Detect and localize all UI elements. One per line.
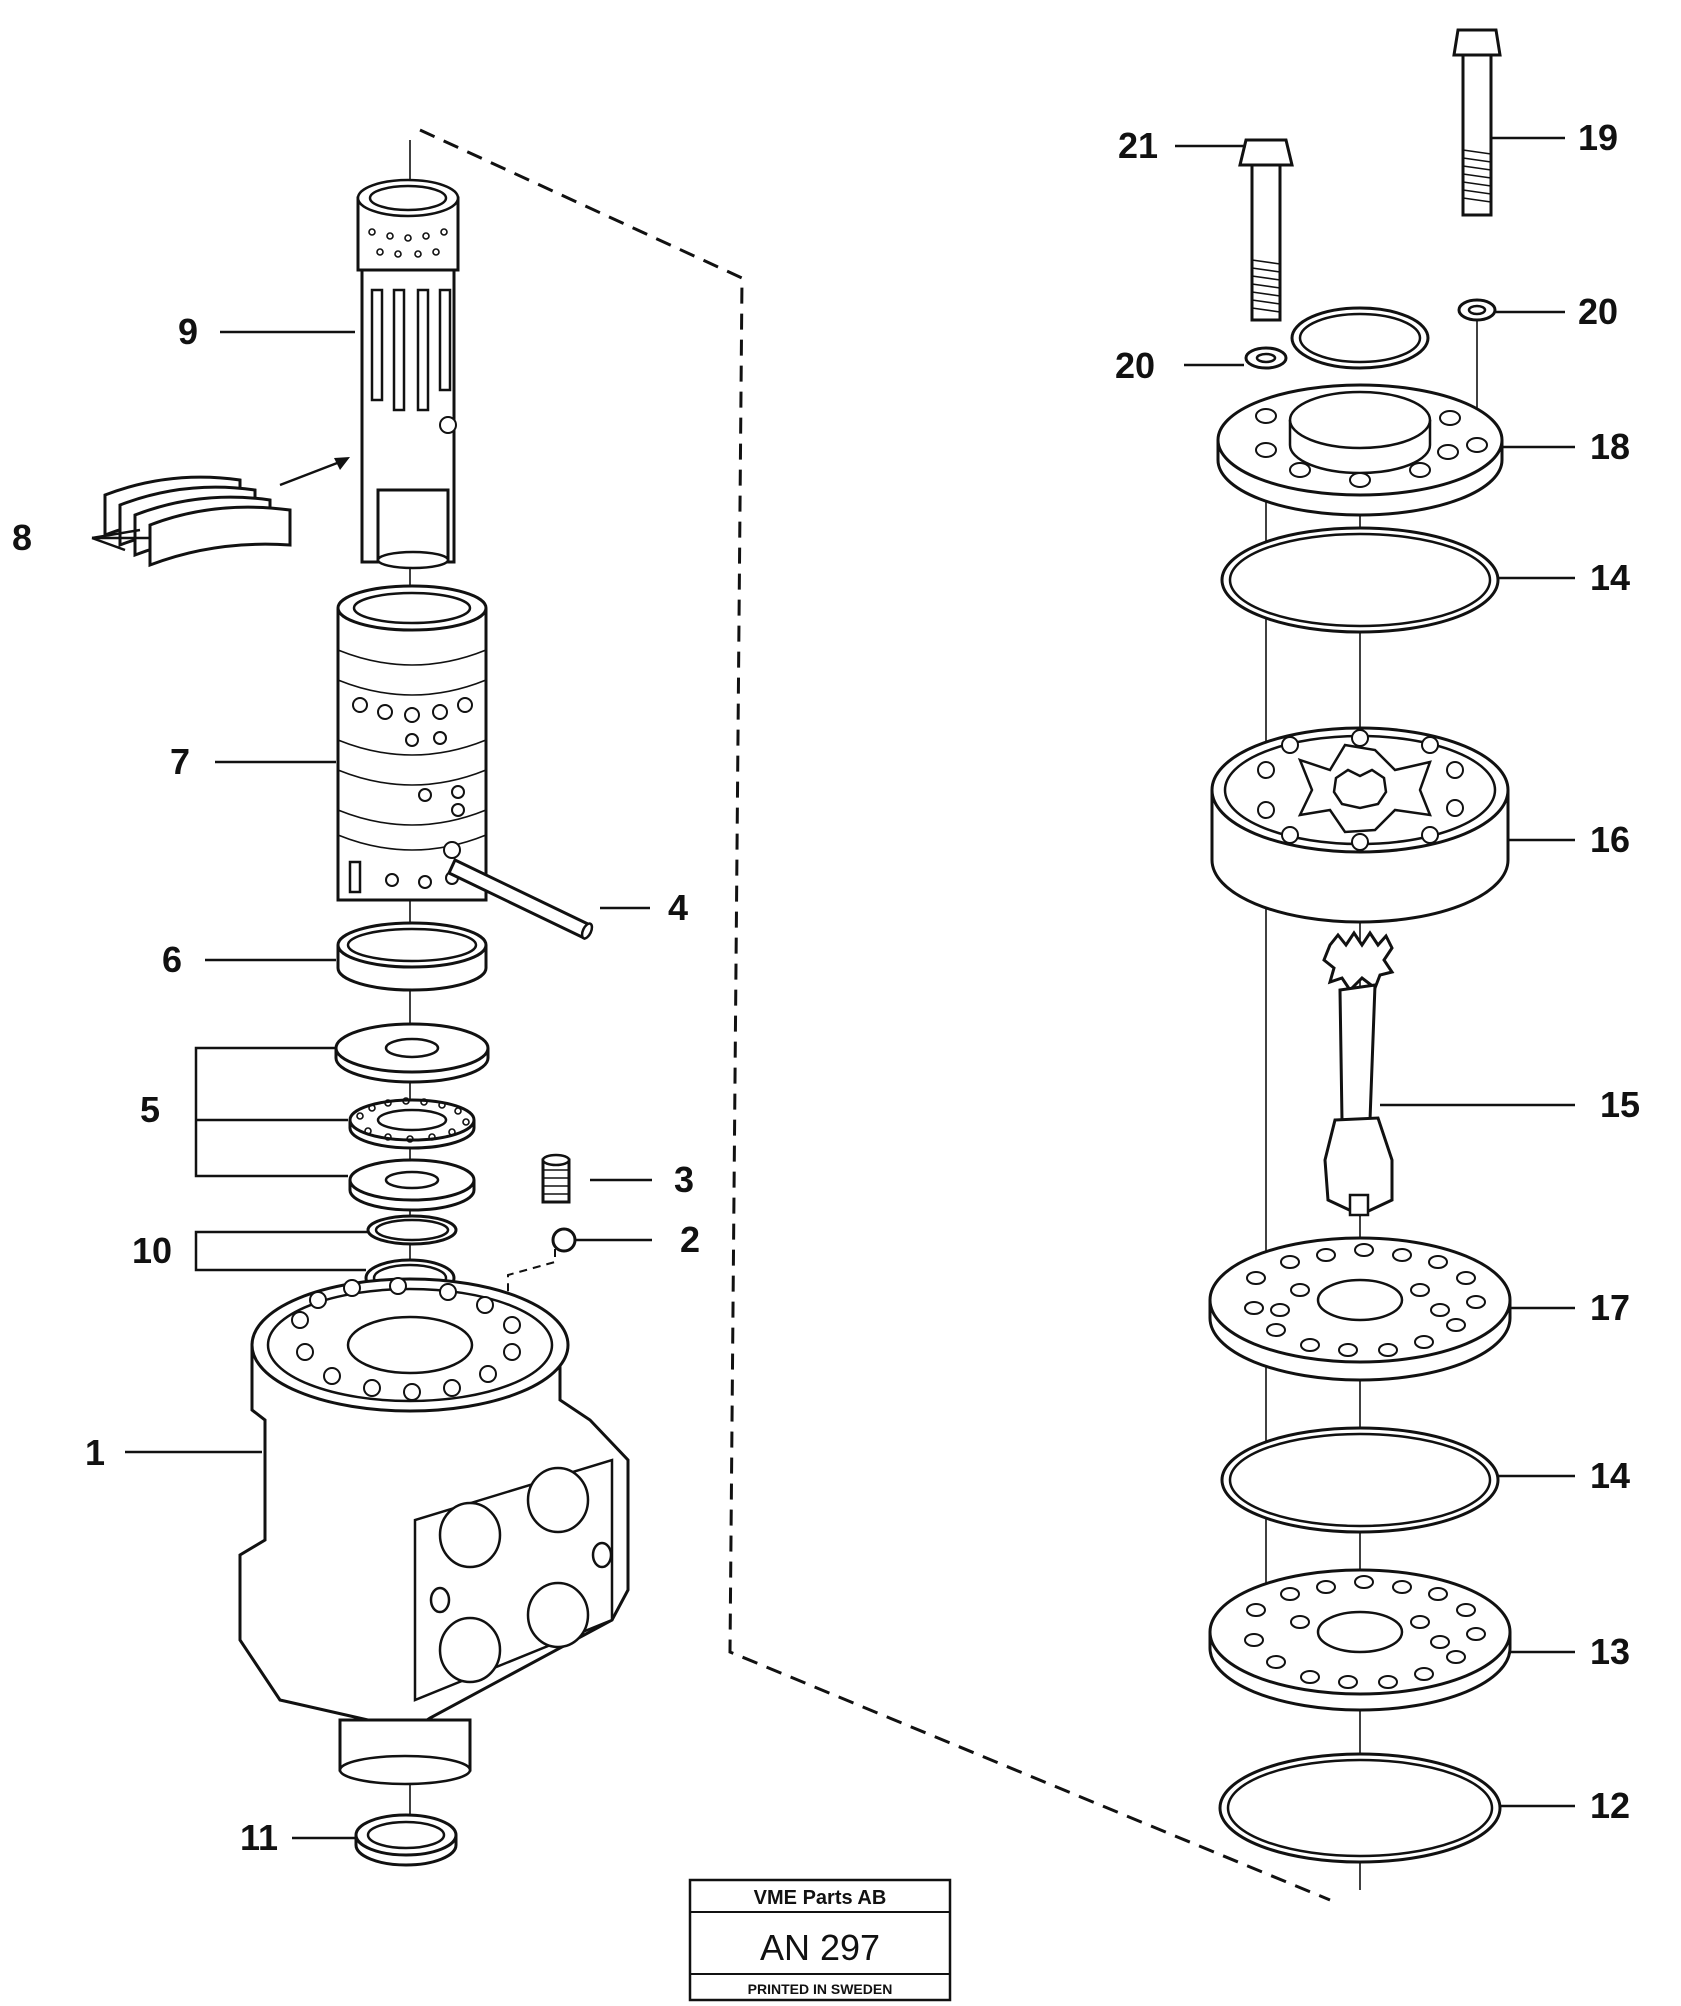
part-17-distributor-plate bbox=[1208, 1236, 1512, 1382]
part-15-cardan-shaft bbox=[1322, 930, 1395, 1217]
part-19-bolt bbox=[1452, 28, 1502, 217]
leader-lines bbox=[91, 136, 1575, 1840]
callout-7: 7 bbox=[170, 741, 190, 782]
callout-13: 13 bbox=[1590, 1631, 1630, 1672]
part-20-washer-left bbox=[1244, 346, 1288, 370]
callout-17: 17 bbox=[1590, 1287, 1630, 1328]
part-3-plug bbox=[541, 1153, 571, 1204]
callout-19: 19 bbox=[1578, 117, 1618, 158]
stamp-printed: PRINTED IN SWEDEN bbox=[748, 1981, 893, 1997]
callout-4: 4 bbox=[668, 887, 688, 928]
part-20-washer-right bbox=[1457, 298, 1497, 322]
part-4-pin bbox=[447, 857, 594, 941]
part-13-plate bbox=[1208, 1568, 1512, 1712]
callout-20-left: 20 bbox=[1115, 345, 1155, 386]
callout-labels: 9 8 7 4 6 5 3 2 10 1 11 21 19 20 20 18 1… bbox=[12, 117, 1640, 1858]
callout-14-bottom: 14 bbox=[1590, 1455, 1630, 1496]
callout-2: 2 bbox=[680, 1219, 700, 1260]
callout-11: 11 bbox=[240, 1817, 278, 1858]
callout-21: 21 bbox=[1118, 125, 1158, 166]
stamp-company: VME Parts AB bbox=[754, 1887, 887, 1909]
part-11-ring bbox=[354, 1813, 458, 1867]
callout-3: 3 bbox=[674, 1159, 694, 1200]
part-14-oring-top bbox=[1220, 526, 1500, 634]
callout-8: 8 bbox=[12, 517, 32, 558]
callout-1: 1 bbox=[85, 1432, 105, 1473]
part-7-sleeve bbox=[336, 584, 488, 902]
callout-5: 5 bbox=[140, 1089, 160, 1130]
callout-20-right: 20 bbox=[1578, 291, 1618, 332]
part-2-ball bbox=[551, 1227, 577, 1253]
stamp-code: AN 297 bbox=[760, 1927, 880, 1968]
part-18-end-cover bbox=[1216, 306, 1504, 517]
part-9-spool bbox=[356, 178, 460, 570]
part-16-gear-set bbox=[1210, 726, 1510, 924]
part-14-oring-bottom bbox=[1220, 1426, 1500, 1534]
callout-14-top: 14 bbox=[1590, 557, 1630, 598]
part-6-ring bbox=[336, 921, 488, 992]
parts-stamp: VME Parts AB AN 297 PRINTED IN SWEDEN bbox=[688, 1878, 952, 2002]
callout-18: 18 bbox=[1590, 426, 1630, 467]
part-8-springs bbox=[103, 457, 350, 568]
callout-10: 10 bbox=[132, 1230, 172, 1271]
callout-15: 15 bbox=[1600, 1084, 1640, 1125]
part-12-oring bbox=[1218, 1752, 1502, 1864]
callout-12: 12 bbox=[1590, 1785, 1630, 1826]
part-1-housing bbox=[238, 1277, 630, 1786]
callout-6: 6 bbox=[162, 939, 182, 980]
callout-9: 9 bbox=[178, 311, 198, 352]
dashed-assembly-path bbox=[419, 128, 1331, 1902]
callout-16: 16 bbox=[1590, 819, 1630, 860]
part-21-bolt bbox=[1238, 138, 1294, 322]
part-5-bearing bbox=[334, 1022, 490, 1212]
